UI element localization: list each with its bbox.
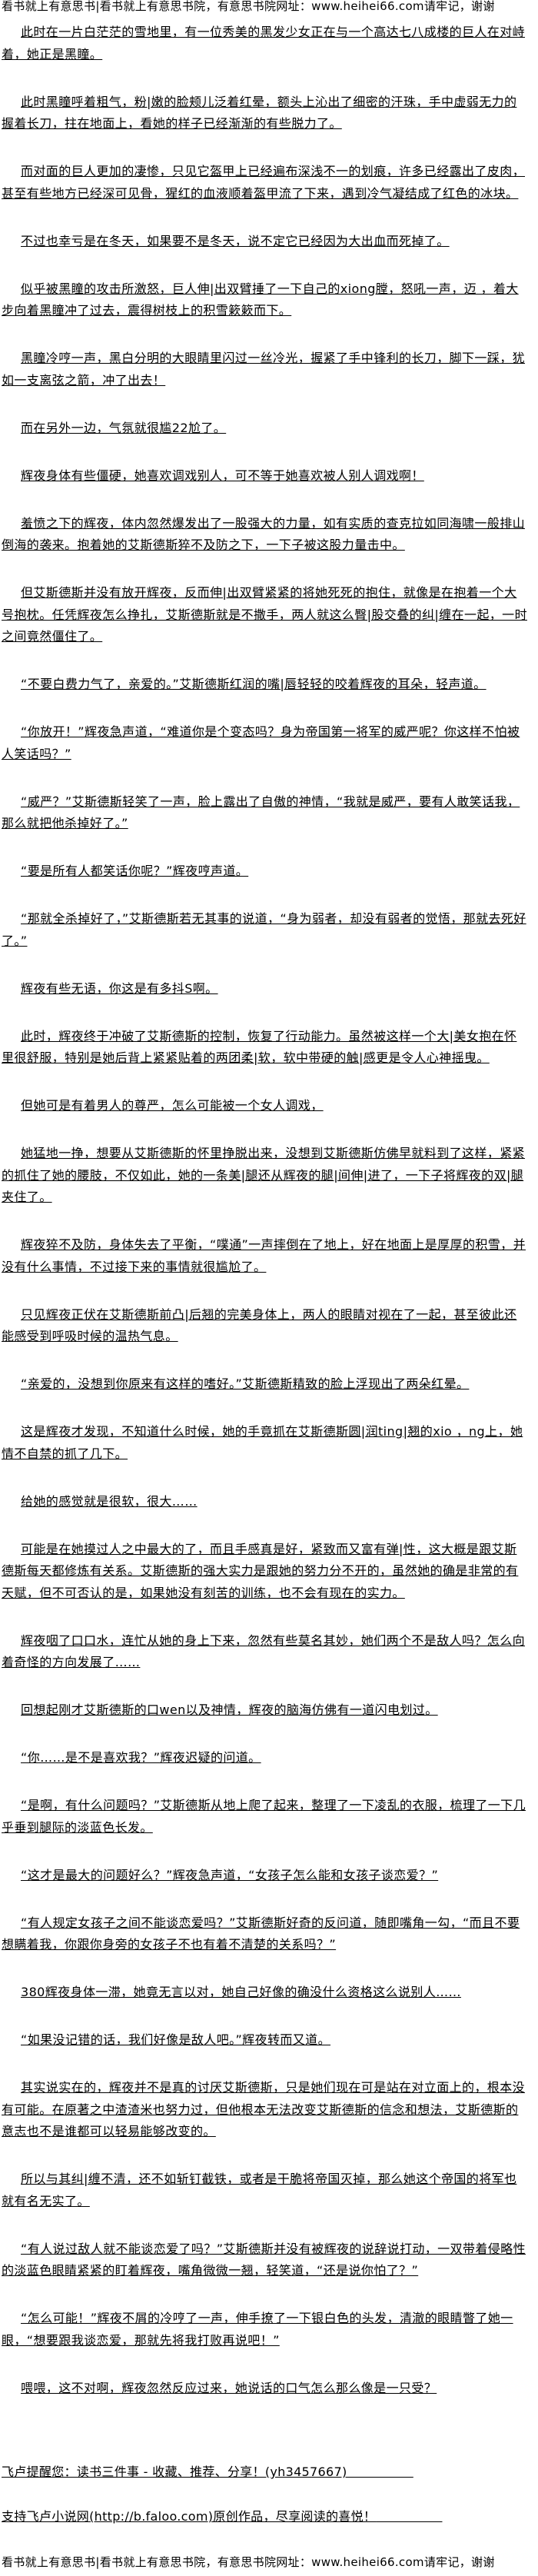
paragraph: “是啊，有什么问题吗？”艾斯德斯从地上爬了起来，整理了一下凌乱的衣服，梳理了一下… — [2, 1798, 526, 1835]
paragraph: “不要白费力气了，亲爱的。”艾斯德斯红润的嘴|唇轻轻的咬着辉夜的耳朵，轻声道。 — [21, 677, 487, 691]
paragraph: 而对面的巨人更加的凄惨，只见它盔甲上已经遍布深浅不一的划痕，许多已经露出了皮肉，… — [2, 164, 526, 201]
paragraph: 羞愤之下的辉夜，体内忽然爆发出了一股强大的力量，如有实质的查克拉如同海啸一般排山… — [2, 515, 526, 553]
paragraph: 而在另外一边，气氛就很尴22尬了。 — [21, 420, 227, 435]
paragraph: 此时在一片白茫茫的雪地里，有一位秀美的黑发少女正在与一个高达七八成楼的巨人在对峙… — [2, 25, 526, 62]
paragraph: “如果没记错的话，我们好像是敌人吧。”辉夜转而又道。 — [21, 2032, 330, 2047]
paragraph: 辉夜猝不及防，身体失去了平衡，“噗通”一声摔倒在了地上，好在地面上是厚厚的积雪，… — [2, 1237, 526, 1274]
paragraph: 回想起刚才艾斯德斯的口wen以及神情，辉夜的脑海仿佛有一道闪电划过。 — [21, 1702, 438, 1717]
paragraph: “你放开！”辉夜急声道，“难道你是个变态吗？身为帝国第一将军的威严呢？你这样不怕… — [2, 724, 520, 761]
paragraph: 辉夜有些无语，你这是有多抖S啊。 — [21, 980, 218, 996]
paragraph: “有人规定女孩子之间不能谈恋爱吗？”艾斯德斯好奇的反问道，随即嘴角一勾，“而且不… — [2, 1915, 520, 1952]
paragraph: 380辉夜身体一滞，她竟无言以对，她自己好像的确没什么资格这么说别人…… — [21, 1985, 461, 1999]
paragraph: “怎么可能！”辉夜不屑的冷哼了一声，伸手撩了一下银白色的头发，清澈的眼睛瞥了她一… — [2, 2311, 513, 2348]
paragraph: 辉夜身体有些僵硬，她喜欢调戏别人，可不等于她喜欢被人别人调戏啊！ — [21, 468, 424, 483]
paragraph: “你……是不是喜欢我？”辉夜迟疑的问道。 — [21, 1750, 261, 1765]
paragraph: 但她可是有着男人的尊严，怎么可能被一个女人调戏， — [21, 1098, 324, 1113]
footer-reminder: 飞卢提醒您：读书三件事 - 收藏、推荐、分享！(yh3457667) — [2, 2465, 347, 2479]
paragraph: “威严？”艾斯德斯轻笑了一声，脸上露出了自傲的神情，“我就是威严，要有人敢笑话我… — [2, 794, 520, 831]
paragraph: “要是所有人都笑话你呢？”辉夜哼声道。 — [21, 864, 249, 878]
paragraph: 她猛地一挣，想要从艾斯德斯的怀里挣脱出来，没想到艾斯德斯仿佛早就料到了这样，紧紧… — [2, 1146, 526, 1204]
paragraph: 可能是在她摸过人之中最大的了，而且手感真是好，紧致而又富有弹|性，这大概是跟艾斯… — [2, 1541, 519, 1600]
paragraph: 给她的感觉就是很软，很大…… — [21, 1493, 198, 1509]
paragraph: “亲爱的，没想到你原来有这样的嗜好。”艾斯德斯精致的脸上浮现出了两朵红晕。 — [21, 1376, 470, 1391]
paragraph: “有人说过敌人就不能谈恋爱了吗？”艾斯德斯并没有被辉夜的说辞说打动，一双带着侵略… — [2, 2241, 526, 2278]
chapter-footer: 飞卢提醒您：读书三件事 - 收藏、推荐、分享！(yh3457667) 支持飞卢小… — [2, 2465, 442, 2554]
paragraph: 此时黑瞳呼着粗气，粉|嫩的脸颊儿泛着红晕，额头上沁出了细密的汗珠，手中虚弱无力的… — [2, 94, 517, 131]
paragraph: 这是辉夜才发现，不知道什么时候，她的手竟抓在艾斯德斯圆|润ting|翘的xio … — [2, 1424, 523, 1461]
paragraph: “这才是最大的问题好么？”辉夜急声道，“女孩子怎么能和女孩子谈恋爱？” — [21, 1867, 439, 1882]
paragraph: 似乎被黑瞳的攻击所激怒，巨人伸|出双臂捶了一下自己的xiong膛，怒吼一声，迈 … — [2, 281, 519, 318]
paragraph: 黑瞳冷哼一声，黑白分明的大眼睛里闪过一丝冷光，握紧了手中锋利的长刀，脚下一踩，犹… — [2, 351, 526, 388]
site-banner-top: 看书就上有意思书|看书就上有意思书院，有意思书院网址：www.heihei66.… — [2, 0, 495, 13]
paragraph: 其实说实在的，辉夜并不是真的讨厌艾斯德斯，只是她们现在可是站在对立面上的，根本没… — [2, 2080, 526, 2138]
footer-support-link[interactable]: 支持飞卢小说网(http://b.faloo.com)原创作品，尽享阅读的喜悦！ — [2, 2509, 377, 2524]
paragraph: 只见辉夜正伏在艾斯德斯前凸|后翘的完美身体上，两人的眼睛对视在了一起，甚至彼此还… — [2, 1306, 517, 1344]
chapter-content: 此时在一片白茫茫的雪地里，有一位秀美的黑发少女正在与一个高达七八成楼的巨人在对峙… — [2, 22, 527, 2425]
paragraph: 所以与其纠|缠不清，还不如斩钉截铁，或者是干脆将帝国灭掉，那么她这个帝国的将军也… — [2, 2172, 517, 2208]
paragraph: 此时，辉夜终于冲破了艾斯德斯的控制，恢复了行动能力。虽然被这样一个大|美女抱在怀… — [2, 1028, 517, 1066]
paragraph: 不过也幸亏是在冬天，如果要不是冬天，说不定它已经因为大出血而死掉了。 — [21, 233, 450, 248]
paragraph: 但艾斯德斯并没有放开辉夜，反而伸|出双臂紧紧的将她死死的抱住，就像是在抱着一个大… — [2, 585, 527, 644]
paragraph: 辉夜咽了口口水，连忙从她的身上下来，忽然有些莫名其妙，她们两个不是敌人吗？怎么向… — [2, 1632, 526, 1670]
paragraph: 喂喂，这不对啊，辉夜忽然反应过来，她说话的口气怎么那么像是一只受？ — [21, 2380, 437, 2395]
site-banner-bottom: 看书就上有意思书|看书就上有意思书院，有意思书院网址：www.heihei66.… — [2, 2555, 495, 2569]
paragraph: “那就全杀掉好了，”艾斯德斯若无其事的说道，“身为弱者，却没有弱者的觉悟，那就去… — [2, 911, 526, 948]
